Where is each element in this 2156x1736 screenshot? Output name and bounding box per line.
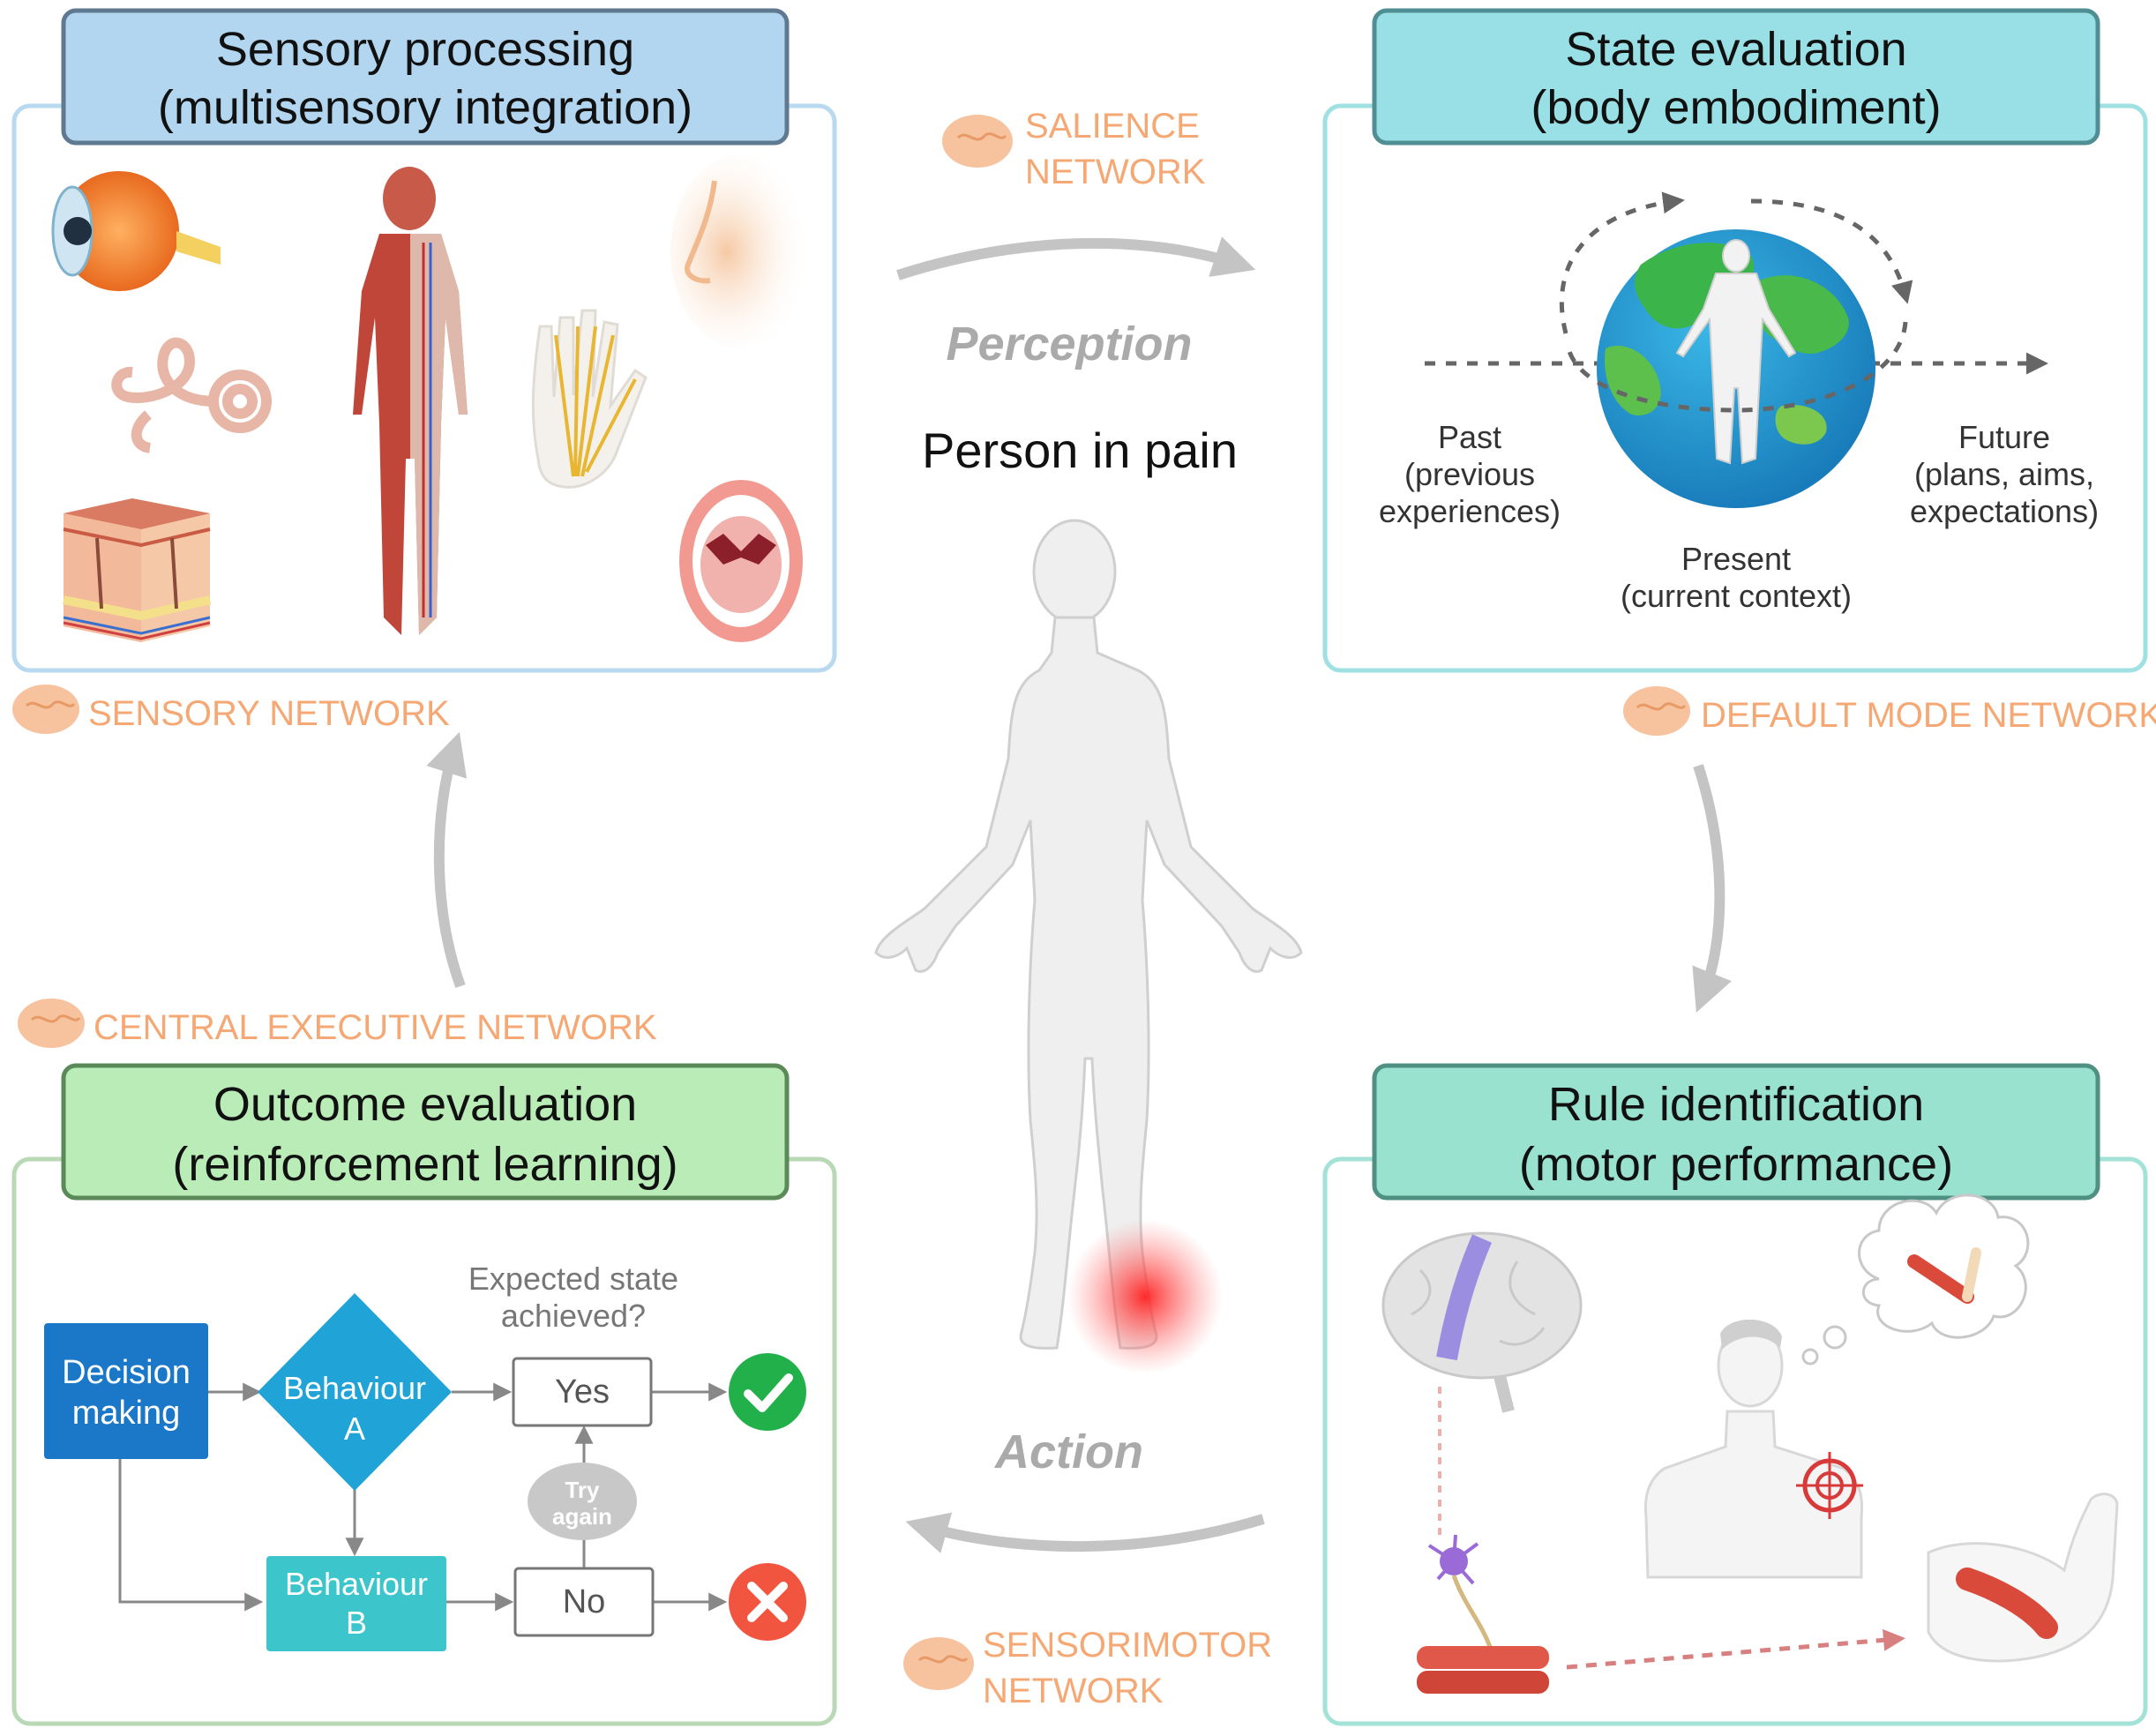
- sensory-title-line1: Sensory processing: [216, 23, 634, 76]
- default-mode-network-text: DEFAULT MODE NETWORK: [1701, 696, 2156, 735]
- behaviour-a-diamond: [258, 1293, 452, 1491]
- brain-motor-cortex-icon: [1381, 1231, 1583, 1413]
- nose-icon: [670, 154, 812, 348]
- no-label: No: [563, 1583, 606, 1620]
- flexed-arm-icon: [1927, 1493, 2119, 1663]
- executive-to-sensory-arrow: [426, 731, 468, 989]
- state-title-line2: (body embodiment): [1531, 81, 1941, 134]
- cycle-arrow-bottom: [1566, 321, 1908, 413]
- behaviour-a-line1: Behaviour: [283, 1370, 426, 1406]
- try-again-line2: again: [552, 1503, 612, 1530]
- skin-layers-icon: [62, 498, 212, 642]
- anatomy-body-icon: [353, 167, 468, 635]
- past-line2: (previous: [1404, 456, 1535, 492]
- behaviour-a-line2: A: [344, 1410, 365, 1447]
- muscle-to-arm-arrow: [1566, 1628, 1905, 1670]
- rule-panel: Rule identification (motor performance): [1322, 1063, 2148, 1726]
- action-label: Action: [993, 1425, 1143, 1478]
- rule-title-line1: Rule identification: [1548, 1078, 1924, 1131]
- behaviour-b-box: [266, 1556, 446, 1651]
- sensorimotor-network-label: SENSORIMOTOR NETWORK: [903, 1626, 1272, 1710]
- sensory-network-label: SENSORY NETWORK: [12, 685, 450, 734]
- outcome-title-line1: Outcome evaluation: [213, 1078, 637, 1131]
- rule-title-line2: (motor performance): [1519, 1138, 1953, 1191]
- past-line1: Past: [1438, 419, 1501, 455]
- connector-decision-to-b: [118, 1459, 264, 1612]
- rule-panel-header: [1372, 1063, 2100, 1201]
- close-icon: [729, 1563, 806, 1641]
- check-icon: [729, 1353, 806, 1431]
- brain-icon: [903, 1637, 974, 1690]
- sensory-panel-header: [61, 8, 790, 146]
- brain-icon: [18, 999, 85, 1048]
- behaviour-b-line2: B: [346, 1605, 367, 1641]
- present-line1: Present: [1681, 541, 1791, 577]
- state-panel-header: [1372, 8, 2100, 146]
- brain-icon: [12, 685, 79, 734]
- no-box: [513, 1567, 655, 1637]
- action-arrow: [905, 1512, 1265, 1553]
- past-line3: experiences): [1379, 493, 1561, 529]
- try-again-oval: [528, 1463, 637, 1540]
- thought-bubble-icon: [1801, 1194, 2030, 1366]
- expected-state-question-line1: Expected state: [468, 1261, 678, 1297]
- decision-making-box: [44, 1323, 208, 1459]
- sensory-title-line2: (multisensory integration): [158, 81, 692, 134]
- default-mode-network-label: DEFAULT MODE NETWORK: [1623, 686, 2156, 736]
- eye-icon: [51, 171, 221, 291]
- sensorimotor-network-line1: SENSORIMOTOR: [983, 1626, 1272, 1665]
- person-figure: [874, 519, 1303, 1350]
- central-executive-network-text: CENTRAL EXECUTIVE NETWORK: [94, 1008, 657, 1047]
- neuron-muscle-icon: [1417, 1534, 1549, 1694]
- cycle-arrow-right: [1750, 198, 1913, 304]
- brain-icon: [942, 115, 1013, 168]
- future-line3: expectations): [1910, 493, 2099, 529]
- behaviour-b-line1: Behaviour: [285, 1566, 428, 1602]
- try-again-line1: Try: [565, 1477, 600, 1503]
- mouth-icon: [679, 480, 803, 642]
- state-title-line1: State evaluation: [1565, 23, 1906, 76]
- person-with-target-icon: [1643, 1319, 1864, 1579]
- yes-box: [512, 1357, 653, 1427]
- perception-arrow: [896, 236, 1256, 281]
- cycle-arrow-top: [1559, 191, 1685, 334]
- salience-network-line2: NETWORK: [1025, 153, 1206, 191]
- decision-making-line1: Decision: [62, 1354, 191, 1391]
- decision-making-line2: making: [72, 1395, 181, 1432]
- future-line2: (plans, aims,: [1914, 456, 2094, 492]
- perception-label: Perception: [946, 318, 1192, 370]
- outcome-panel-header: [61, 1063, 790, 1201]
- state-panel: State evaluation (body embodiment) Past …: [1322, 8, 2148, 673]
- yes-label: Yes: [555, 1373, 610, 1410]
- inner-ear-icon: [111, 337, 272, 453]
- brain-icon: [1623, 686, 1690, 736]
- person-in-pain-title: Person in pain: [922, 423, 1238, 478]
- sensorimotor-network-line2: NETWORK: [983, 1672, 1164, 1710]
- salience-network-line1: SALIENCE: [1025, 107, 1200, 146]
- globe-icon: [1597, 229, 1875, 508]
- sensory-panel: Sensory processing (multisensory integra…: [11, 8, 837, 673]
- pain-spot: [1067, 1219, 1223, 1374]
- sensory-network-text: SENSORY NETWORK: [88, 694, 450, 733]
- expected-state-question-line2: achieved?: [501, 1298, 646, 1334]
- central-executive-network-label: CENTRAL EXECUTIVE NETWORK: [18, 999, 657, 1048]
- outcome-title-line2: (reinforcement learning): [172, 1138, 677, 1191]
- hand-nerves-icon: [531, 309, 648, 489]
- outcome-panel: Outcome evaluation (reinforcement learni…: [11, 1063, 837, 1726]
- salience-network-label: SALIENCE NETWORK: [942, 107, 1206, 191]
- future-line1: Future: [1958, 419, 2050, 455]
- default-to-rule-arrow: [1692, 764, 1732, 1013]
- present-line2: (current context): [1621, 578, 1852, 614]
- person-on-globe-icon: [1675, 239, 1797, 465]
